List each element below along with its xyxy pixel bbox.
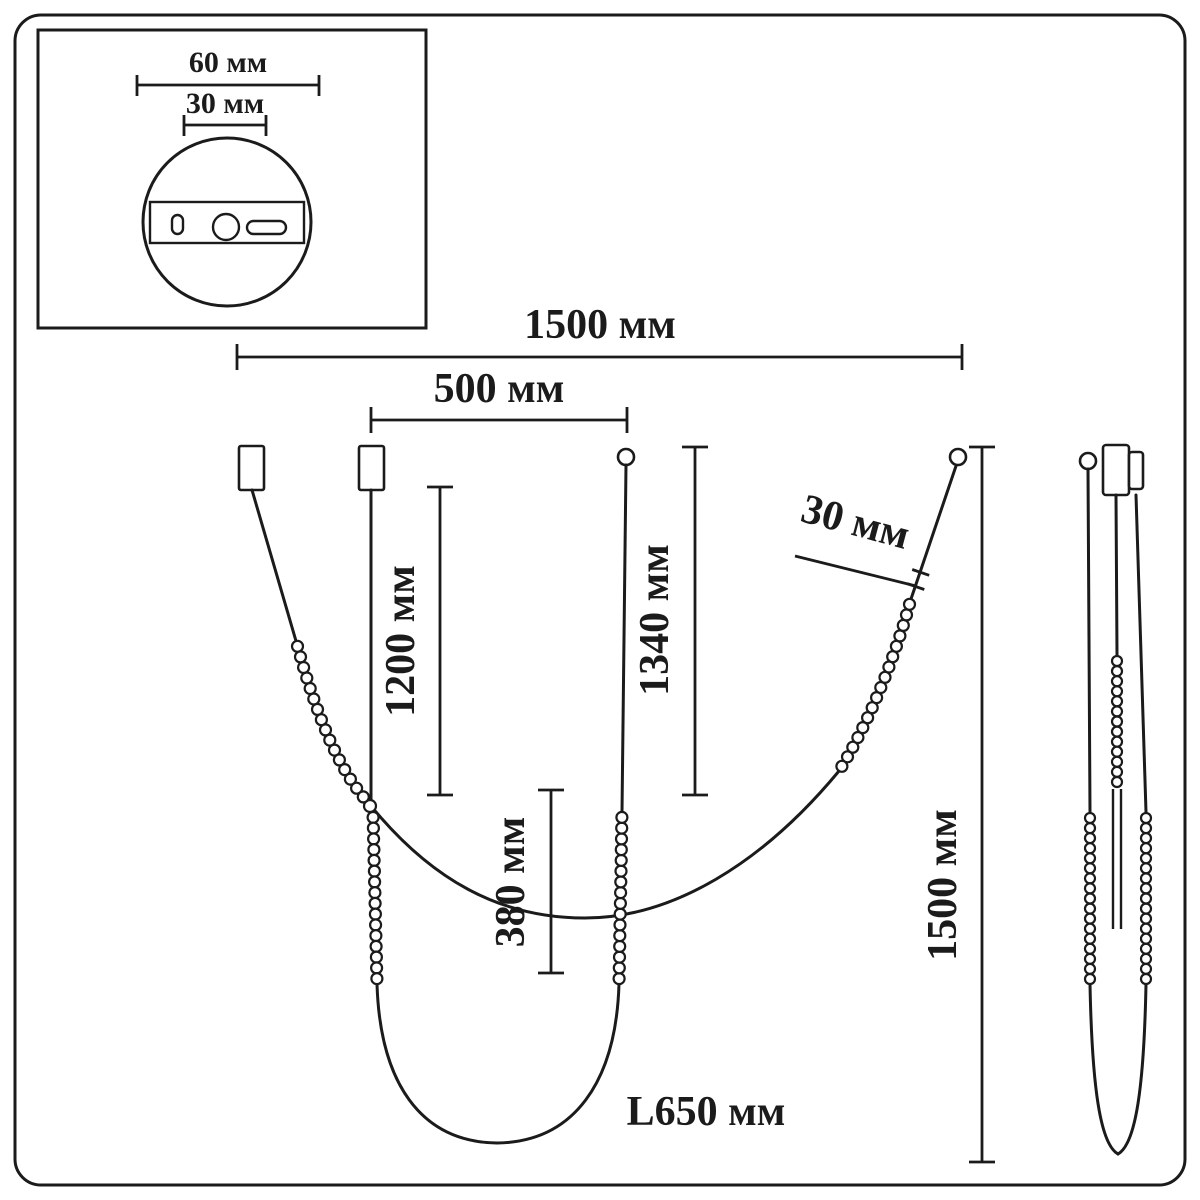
fixture-front-view <box>237 444 968 1145</box>
dim-drop-1340: 1340 мм <box>632 445 708 797</box>
side-mount-body <box>1101 443 1131 497</box>
side-loop-right <box>1116 982 1148 1156</box>
ceiling-mount-middle <box>357 444 386 492</box>
dim-mount-spacing: 500 мм <box>369 366 629 433</box>
dim-total-width: 1500 мм <box>235 302 964 370</box>
attachment-ball-left <box>616 447 636 467</box>
bead-chain-right-diagonal-beads <box>835 597 917 773</box>
ceiling-plate-inset: 60 мм 30 мм <box>36 28 428 330</box>
dim-bead-30-label: 30 мм <box>796 486 914 559</box>
mounting-slot-vertical <box>170 213 185 236</box>
bead-chain-loop-right-beads <box>612 810 629 986</box>
dim-bead-30: 30 мм <box>794 486 930 591</box>
loop-left-curve <box>375 982 499 1145</box>
inset-box <box>36 28 428 330</box>
dim-chain-length-label: L650 мм <box>627 1089 786 1135</box>
mounting-bar <box>148 200 306 245</box>
attachment-ball-right <box>948 447 968 467</box>
side-string-left <box>1086 467 1092 814</box>
bead-chain-loop-left-beads <box>366 810 384 986</box>
side-loop-left <box>1088 982 1120 1156</box>
ceiling-plate-circle <box>141 136 313 308</box>
string-catenary <box>365 769 841 920</box>
dim-total-height: 1500 мм <box>920 445 995 1164</box>
inset-dim-30-label: 30 мм <box>186 87 264 120</box>
side-string-center <box>1114 493 1119 657</box>
side-attachment-ball <box>1078 451 1098 471</box>
side-mount-cap <box>1127 450 1145 491</box>
fixture-side-view <box>1078 443 1153 1156</box>
outer-border <box>13 13 1187 1187</box>
suspension-wire-right <box>620 463 628 814</box>
dim-total-width-label: 1500 мм <box>524 302 676 348</box>
inset-dim-60-label: 60 мм <box>189 46 267 79</box>
dim-drop-1340-label: 1340 мм <box>632 544 678 696</box>
dim-drop-1200: 1200 мм <box>378 485 453 797</box>
bead-chain-left-diagonal-beads <box>290 639 370 804</box>
mounting-slot-horizontal <box>245 219 288 236</box>
dim-drop-1200-label: 1200 мм <box>378 565 424 717</box>
side-bead-chain-left-beads <box>1083 811 1097 986</box>
dim-loop-380: 380 мм <box>488 788 564 975</box>
inset-dim-60: 60 мм <box>135 46 321 96</box>
dim-loop-380-label: 380 мм <box>488 817 534 948</box>
string-right-straight <box>909 464 958 601</box>
loop-right-curve <box>495 982 621 1145</box>
inset-dim-30: 30 мм <box>182 87 268 136</box>
dim-total-height-label: 1500 мм <box>920 809 966 961</box>
side-bead-chain-right-beads <box>1139 811 1153 986</box>
ceiling-mount-left <box>237 444 266 492</box>
dim-mount-spacing-label: 500 мм <box>434 366 565 412</box>
side-string-right <box>1134 493 1148 814</box>
mounting-hole <box>211 212 241 242</box>
string-left-straight <box>250 488 298 643</box>
side-bead-chain-center-beads <box>1110 654 1124 789</box>
